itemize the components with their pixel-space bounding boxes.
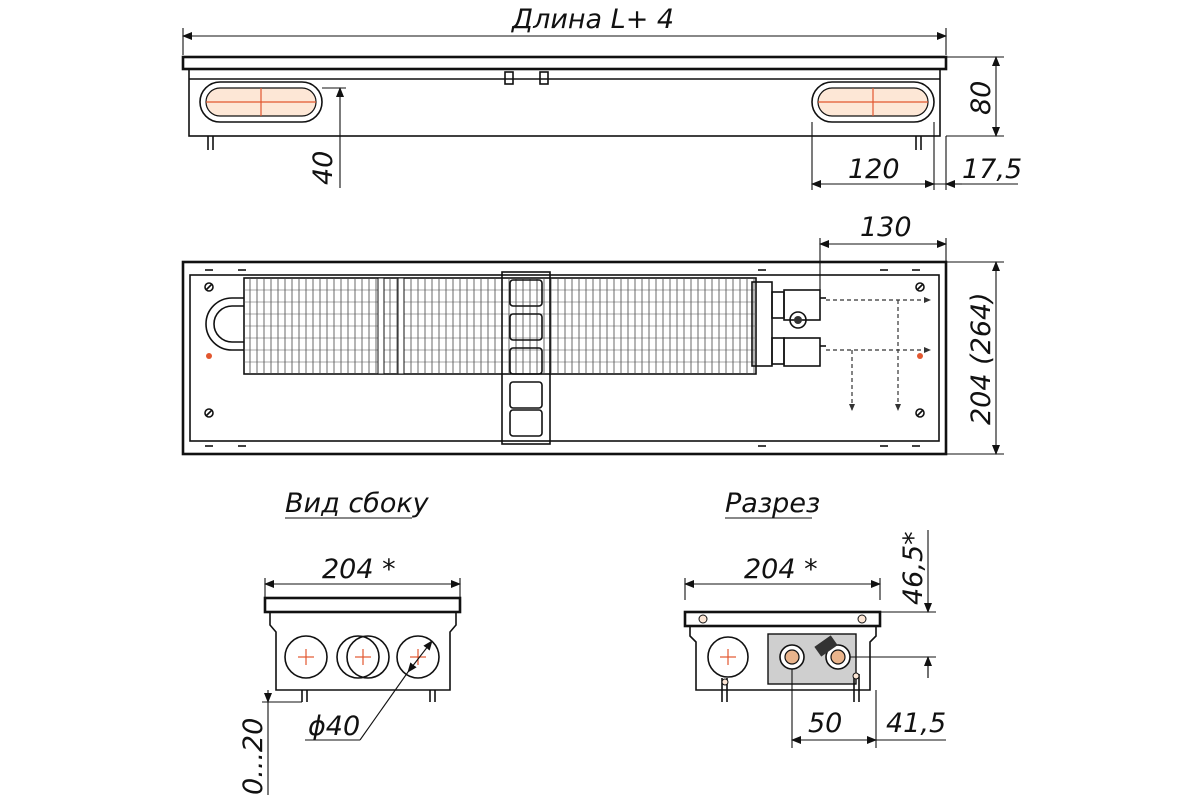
- side-lid: [263, 596, 462, 614]
- section-view-title: Разрез: [725, 488, 820, 519]
- width-label: 204 (264): [966, 292, 997, 425]
- foot-range-label: 0...20: [238, 718, 269, 795]
- foot-height-label: 40: [308, 151, 339, 185]
- front-body: [188, 68, 941, 137]
- side-hole-2: [336, 635, 380, 679]
- left-outlet-slot: [199, 81, 323, 123]
- valve-offset-label: 130: [860, 212, 912, 243]
- center-bracket: [501, 271, 551, 445]
- plan-frame: [181, 260, 948, 456]
- hole-diameter-label: ϕ40: [308, 711, 360, 742]
- section-hole: [707, 636, 749, 678]
- side-hole-2b: [346, 635, 390, 679]
- fin-pattern: [244, 277, 756, 375]
- section-view: Разрез 204 * 46,5*: [683, 488, 946, 748]
- end-offset-label: 17,5: [962, 154, 1022, 185]
- section-height-label: 46,5*: [898, 531, 929, 605]
- side-hole-1: [284, 635, 328, 679]
- side-view-title: Вид сбоку: [285, 488, 430, 519]
- section-lid: [683, 610, 882, 628]
- length-label: Длина L+ 4: [511, 4, 674, 35]
- pipe-spacing-label: 50: [808, 708, 842, 739]
- right-outlet-slot: [811, 81, 935, 123]
- valve-top: [783, 289, 821, 321]
- plan-view: 130 204 (264): [181, 212, 1004, 456]
- lid-rail: [181, 55, 948, 71]
- front-view: Длина L+ 4 80 40: [181, 4, 1022, 190]
- valve-bottom: [783, 337, 821, 367]
- side-width-label: 204 *: [322, 554, 396, 585]
- height-label: 80: [966, 81, 997, 115]
- pipe-offset-label: 41,5: [886, 708, 946, 739]
- side-view: Вид сбоку 204 * ϕ40 0...20: [238, 488, 462, 795]
- side-hole-3: [396, 635, 440, 679]
- outlet-width-label: 120: [848, 154, 900, 185]
- section-width-label: 204 *: [744, 554, 818, 585]
